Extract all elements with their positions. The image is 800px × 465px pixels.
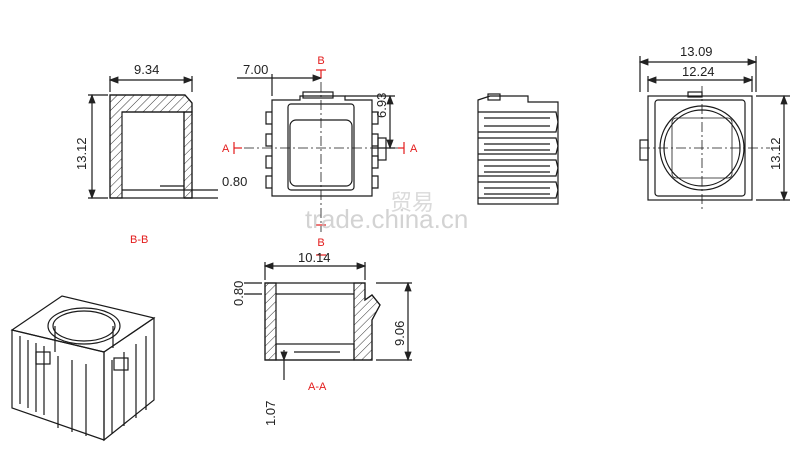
top-view bbox=[638, 56, 790, 210]
dim-side-gap: 0.80 bbox=[222, 174, 247, 189]
dim-section-base: 1.07 bbox=[263, 401, 278, 426]
section-aa-view bbox=[244, 262, 412, 380]
section-mark-b-bottom: B bbox=[317, 237, 324, 249]
dim-top-height: 13.12 bbox=[768, 137, 783, 170]
watermark-chars: 贸易 bbox=[390, 190, 434, 215]
side-section-view bbox=[88, 76, 218, 200]
dim-side-height: 13.12 bbox=[74, 137, 89, 170]
section-mark-a-left: A bbox=[222, 143, 230, 155]
isometric-view bbox=[10, 295, 156, 442]
section-arrow-a bbox=[233, 142, 405, 154]
dim-front-height: 6.93 bbox=[374, 93, 389, 118]
dim-side-width: 9.34 bbox=[134, 62, 159, 77]
dim-front-width: 7.00 bbox=[243, 62, 268, 77]
dim-section-height: 9.06 bbox=[392, 321, 407, 346]
dim-top-inner: 12.24 bbox=[682, 64, 715, 79]
section-mark-a-right: A bbox=[410, 143, 418, 155]
section-mark-b-top: B bbox=[317, 55, 324, 67]
dim-section-width: 10.14 bbox=[298, 250, 331, 265]
dim-top-outer: 13.09 bbox=[680, 44, 713, 59]
side-elevation-view bbox=[477, 93, 559, 205]
section-title-aa: A-A bbox=[308, 381, 327, 393]
front-view bbox=[237, 74, 400, 232]
section-arrow-b bbox=[316, 69, 326, 226]
section-title-bb: B-B bbox=[130, 234, 148, 246]
dim-section-wall: 0.80 bbox=[231, 281, 246, 306]
watermark-text: trade.china.cn bbox=[305, 204, 468, 234]
